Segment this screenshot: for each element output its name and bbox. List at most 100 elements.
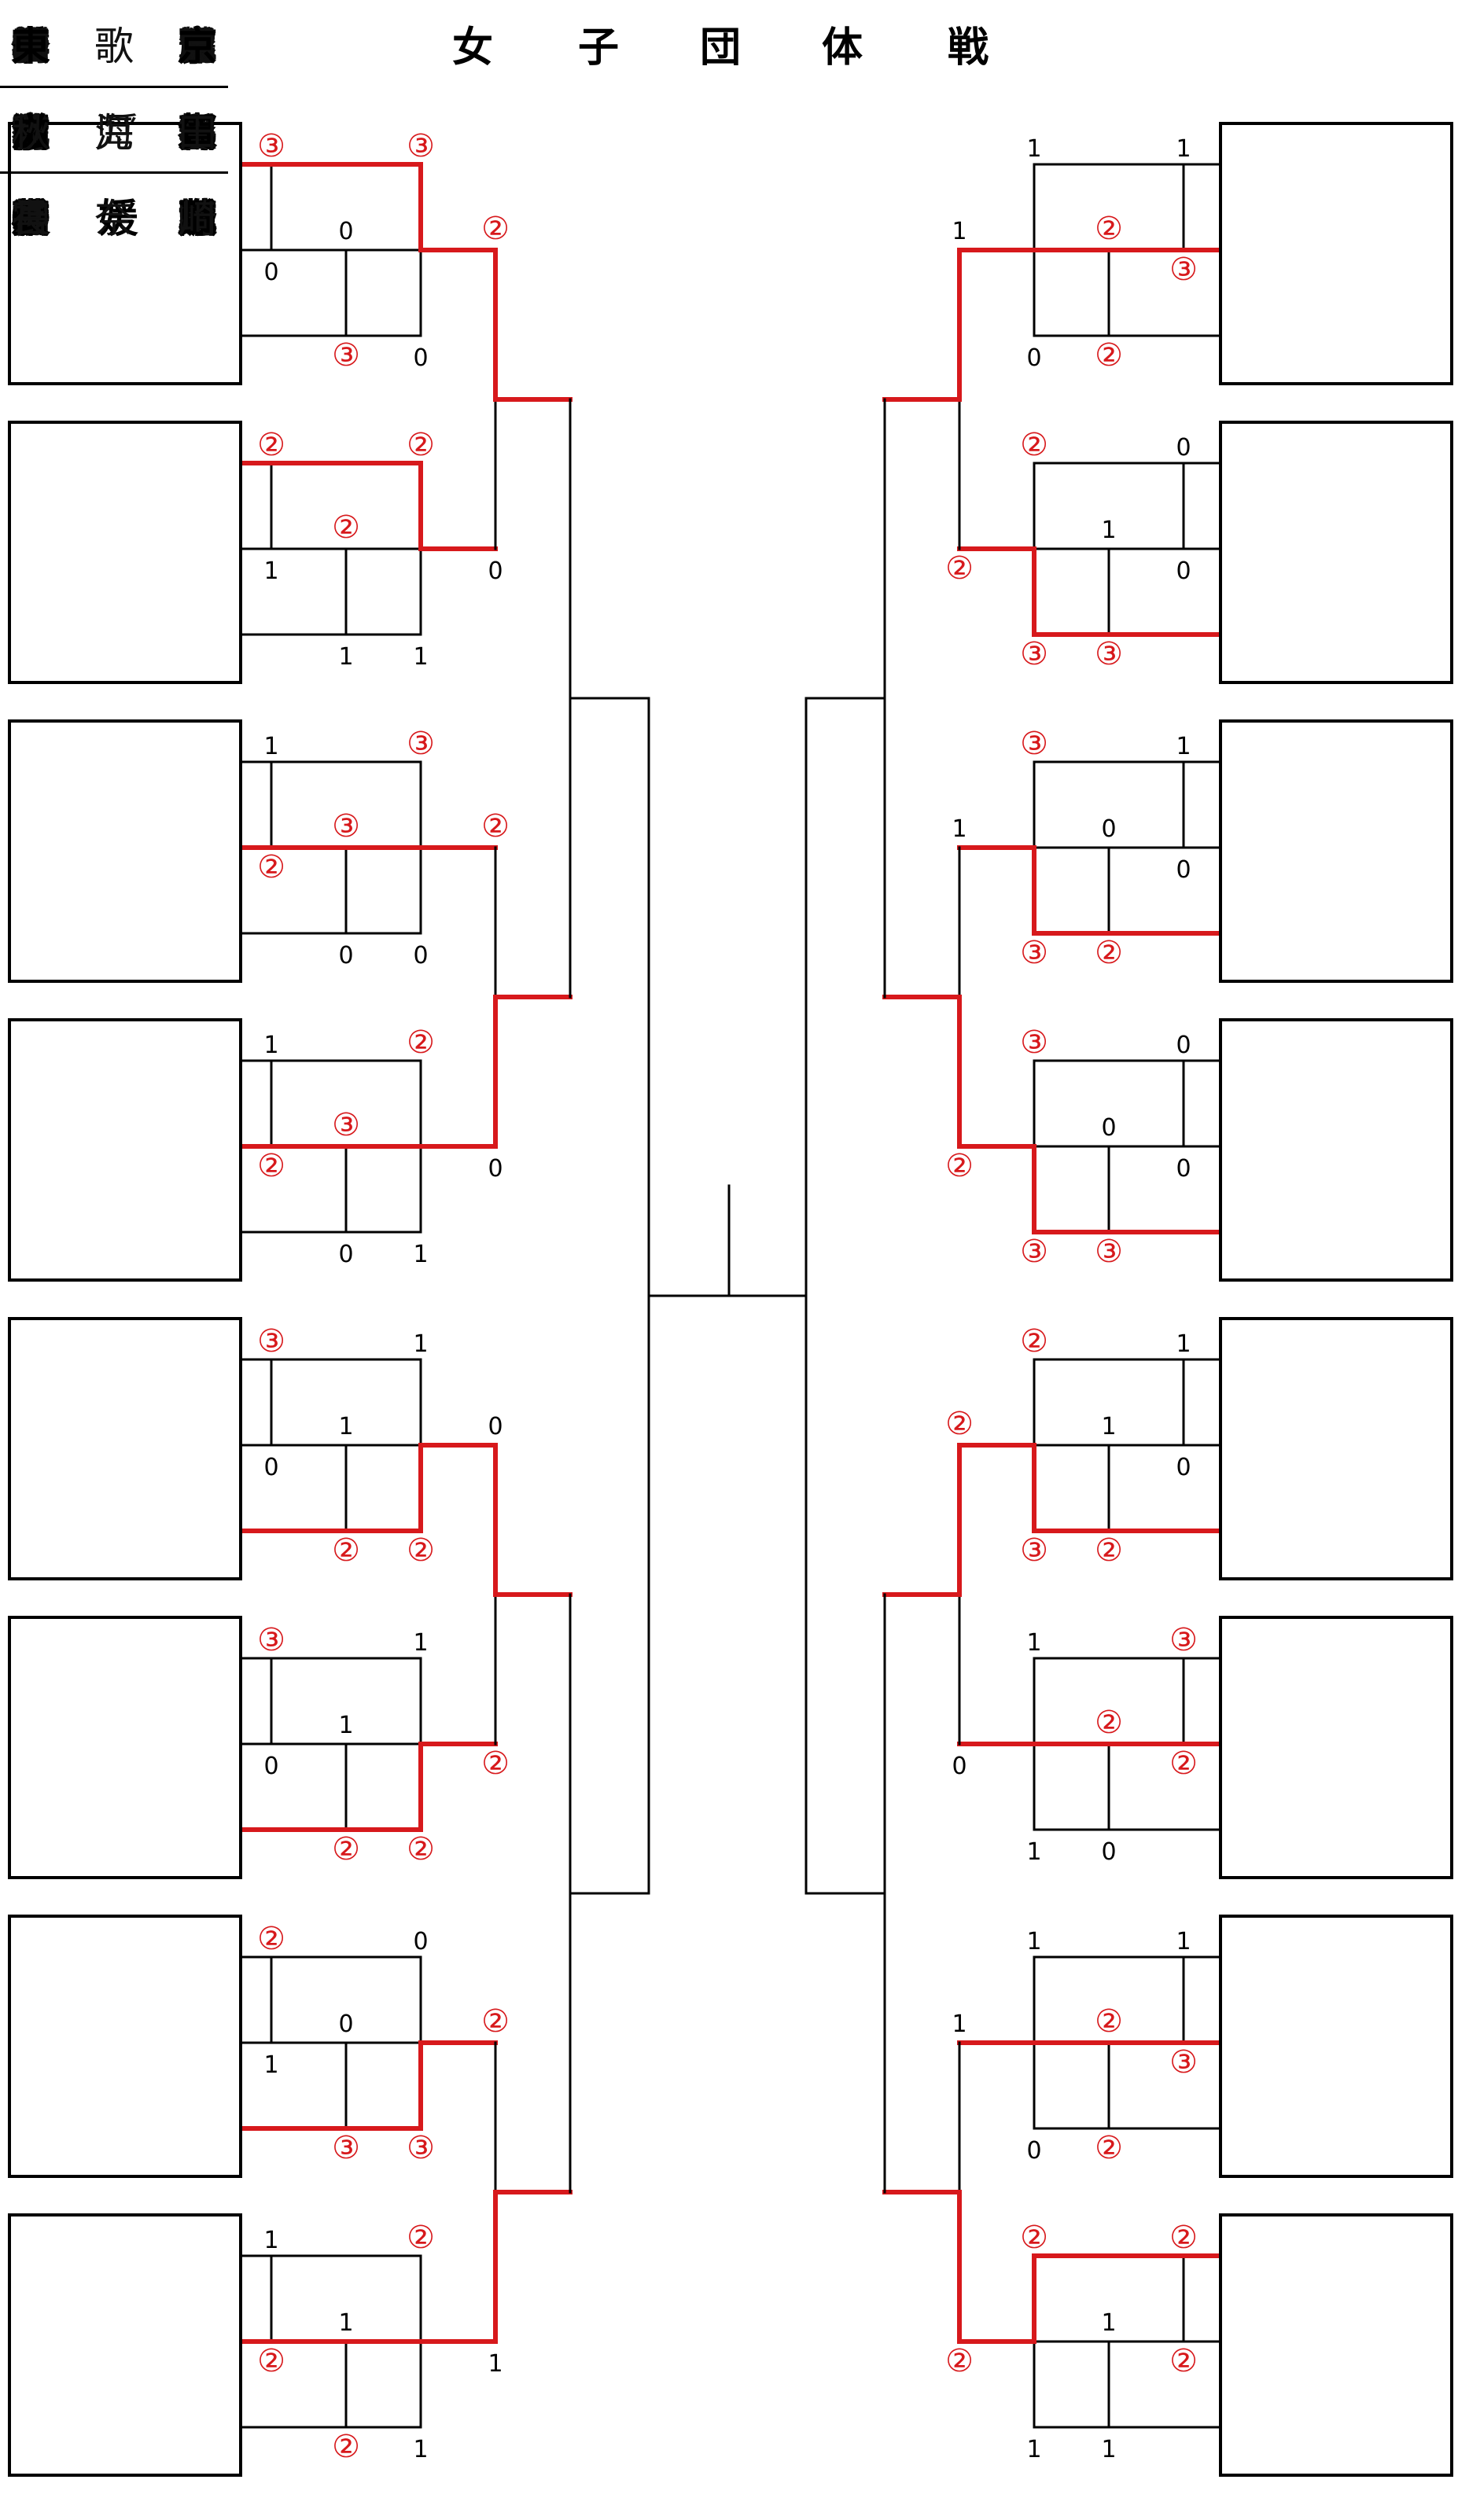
left-group-3	[8, 719, 242, 983]
score-label: 0	[1026, 2137, 1041, 2165]
team-name-char: A	[186, 193, 217, 238]
team-name: 新潟	[0, 0, 228, 86]
team-name: 広島	[0, 0, 228, 86]
team-name: 秋田	[0, 86, 228, 171]
team-name-char: 馬	[178, 23, 217, 69]
score-label: ③	[1020, 1532, 1048, 1569]
left-group-2	[8, 421, 242, 684]
score-label: 1	[952, 2010, 966, 2038]
team-name: 長崎	[0, 171, 228, 257]
team-name-char: 群	[11, 23, 50, 69]
score-label: ③	[1020, 1234, 1048, 1270]
score-label: 1	[413, 1330, 428, 1358]
team-name-char: 沖	[11, 196, 50, 241]
score-label: 1	[1026, 1629, 1041, 1657]
score-label: ②	[332, 1532, 360, 1569]
team-name-char: 神	[11, 196, 50, 241]
team-name-char: 大	[11, 196, 50, 241]
score-label: 0	[488, 557, 503, 585]
score-label: ③	[257, 1323, 285, 1359]
score-label: 0	[338, 1241, 353, 1268]
score-label: ②	[407, 1532, 435, 1569]
team-name-char: 奈	[94, 196, 134, 241]
right-group-5	[1219, 1317, 1453, 1580]
team-name-char: 手	[178, 110, 217, 156]
team-name: 兵庫	[0, 0, 228, 86]
team-name-char: 愛	[11, 196, 50, 241]
left-group-1	[8, 122, 242, 385]
score-label: 0	[263, 259, 278, 286]
score-label: 0	[1101, 815, 1116, 843]
team-name-char: 児	[94, 110, 134, 156]
team-name-char: 重	[178, 23, 217, 69]
score-label: 1	[488, 2350, 503, 2378]
team-name-char: 鳥	[11, 23, 50, 69]
score-label: 0	[1026, 344, 1041, 372]
score-label: 0	[488, 1155, 503, 1183]
team-name: 大阪	[0, 171, 228, 257]
team-name-char: 森	[178, 110, 217, 156]
team-name: 山形	[0, 0, 228, 86]
left-group-7	[8, 1915, 242, 2178]
team-name-char: 玉	[178, 23, 217, 69]
score-label: ②	[945, 2343, 974, 2379]
team-name-char: 長	[11, 196, 50, 241]
team-name-char: 山	[11, 23, 50, 69]
team-name-char: 島	[178, 23, 217, 69]
left-group-4	[8, 1018, 242, 1282]
team-name: 福島	[0, 0, 228, 86]
team-name-char: 庫	[178, 23, 217, 69]
score-label: 1	[263, 557, 278, 585]
score-label: 1	[338, 1413, 353, 1440]
right-group-4	[1219, 1018, 1453, 1282]
team-name: 栃木	[0, 0, 228, 86]
score-label: ②	[481, 1746, 510, 1782]
team-name-char: 秋	[11, 110, 50, 156]
score-label: ②	[257, 2343, 285, 2379]
team-name: 鳥取	[0, 0, 228, 86]
score-label: 0	[952, 1753, 966, 1780]
score-label: ②	[407, 427, 435, 463]
score-label: 1	[1176, 733, 1191, 760]
score-label: 0	[413, 1928, 428, 1955]
right-group-3	[1219, 719, 1453, 983]
team-name-char: 京	[11, 110, 50, 156]
score-label: 0	[1176, 1032, 1191, 1059]
team-name-char: 形	[178, 23, 217, 69]
team-name-char: 口	[178, 110, 217, 156]
score-label: 0	[1176, 434, 1191, 462]
team-name: 三重	[0, 0, 228, 86]
team-name-char: 潟	[178, 23, 217, 69]
team-name-char: 海	[94, 110, 134, 156]
score-label: ③	[332, 2130, 360, 2166]
score-label: 1	[338, 2309, 353, 2337]
team-name-char: 城	[178, 196, 217, 241]
team-name-char: 取	[178, 23, 217, 69]
team-name-char: 都	[178, 110, 217, 156]
score-label: ③	[1020, 726, 1048, 762]
score-label: 1	[1101, 1413, 1116, 1440]
team-name: 和歌山	[0, 0, 228, 86]
score-label: 0	[263, 1454, 278, 1481]
score-label: ②	[1095, 2003, 1123, 2040]
score-label: ②	[1169, 2343, 1198, 2379]
page-title: 女子団体戦	[0, 0, 1458, 79]
score-label: ②	[257, 1148, 285, 1184]
team-name-char: 鹿	[11, 110, 50, 156]
score-label: 0	[263, 1753, 278, 1780]
right-group-6	[1219, 1616, 1453, 1879]
score-label: ②	[1095, 1705, 1123, 1741]
title-char: 団	[700, 24, 742, 72]
score-label: 1	[413, 1629, 428, 1657]
team-name-char: 静	[11, 196, 50, 241]
team-name-char: 徳	[11, 110, 50, 156]
team-name-char: 崎	[178, 196, 217, 241]
team-name-char: 葉	[178, 196, 217, 241]
score-label: 1	[338, 643, 353, 671]
score-label: ③	[257, 1622, 285, 1658]
team-name-char: 三	[11, 23, 50, 69]
team-name-char: 宮	[11, 23, 50, 69]
team-name-char: 千	[11, 196, 50, 241]
team-name: 埼玉	[0, 0, 228, 86]
